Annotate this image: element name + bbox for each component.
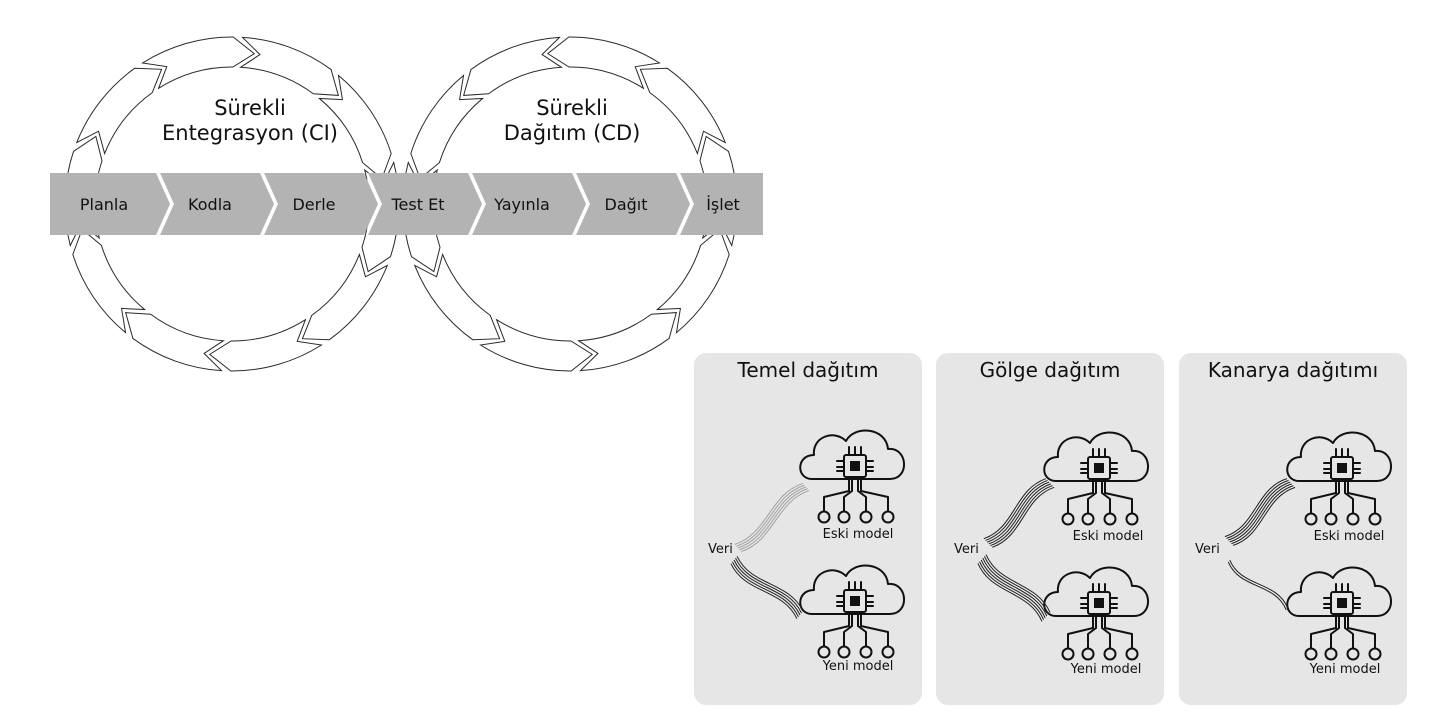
stage-label-planla: Planla (79, 195, 129, 214)
cd-loop-arrow (546, 36, 661, 90)
panel-canary-deployment: Kanarya dağıtımı Veri Eski model Yeni mo… (1179, 353, 1407, 705)
new-model-label: Yeni model (1070, 662, 1142, 677)
data-stream-line (737, 486, 807, 549)
data-stream-line (979, 561, 1045, 620)
cd-loop-arrow (479, 318, 594, 372)
data-stream-line (977, 563, 1043, 622)
data-flow-to-new (977, 554, 1051, 622)
data-stream-line (736, 556, 804, 612)
ci-loop-arrow (301, 252, 389, 341)
cloud-chip-icon (1043, 566, 1149, 661)
ci-loop-arrow (72, 228, 147, 334)
cloud-chip-icon (1286, 566, 1392, 661)
data-stream-line (992, 486, 1055, 548)
stage-chevron (368, 173, 482, 235)
ci-loop-arrow (208, 318, 323, 372)
stage-chevron (576, 173, 690, 235)
ci-loop-arrow (317, 74, 392, 180)
cloud-chip-icon (1043, 431, 1149, 526)
stage-chevron (160, 173, 274, 235)
data-stream-line (980, 559, 1046, 619)
data-stream-line (1229, 483, 1292, 543)
data-stream-line (988, 483, 1051, 545)
cloud-chip-icon (1286, 431, 1392, 526)
data-stream-line (735, 557, 802, 614)
data-flow-to-old (1224, 478, 1296, 546)
stage-label-test-et: Test Et (391, 195, 445, 214)
data-stream-line (990, 485, 1053, 547)
cd-loop-arrow (462, 36, 563, 96)
data-stream-line (1227, 561, 1287, 611)
data-stream-line (1229, 559, 1289, 609)
old-model-label: Eski model (1072, 529, 1144, 544)
data-stream-line (1224, 478, 1288, 538)
ci-loop-arrow (239, 36, 340, 96)
data-stream-line (733, 559, 801, 616)
old-model-label: Eski model (1313, 529, 1385, 544)
data-stream-line (985, 479, 1048, 541)
data-stream-line (987, 481, 1050, 543)
stage-label-yayinla: Yayınla (494, 195, 550, 214)
stage-chevron (472, 173, 586, 235)
cd-loop-arrow (413, 252, 501, 341)
data-flow-to-new-thin (1227, 559, 1289, 611)
stage-band (50, 173, 763, 235)
ci-loop-arrow (75, 67, 163, 156)
ci-loop-arrow (124, 312, 225, 372)
data-stream-line (730, 563, 798, 619)
data-stream-line (983, 556, 1049, 615)
data-stream-line (985, 554, 1051, 613)
stage-label-derle: Derle (292, 195, 336, 214)
cloud-chip-icon (799, 429, 905, 524)
stage-label-dagit: Dağıt (604, 195, 648, 214)
data-stream-line (1228, 481, 1291, 541)
cd-title-line2: Dağıtım (CD) (503, 121, 641, 145)
data-stream-line (983, 478, 1046, 540)
cd-title-line1: Sürekli (536, 96, 608, 120)
data-stream-line (732, 561, 799, 618)
ci-loop-arrow (141, 36, 256, 90)
old-model-label: Eski model (822, 527, 894, 542)
panel-basic-deployment: Temel dağıtım Veri Eski model Yeni model (694, 353, 922, 705)
panel-title: Kanarya dağıtımı (1207, 358, 1379, 382)
ci-title-line2: Entegrasyon (CI) (161, 121, 338, 145)
data-stream-line (982, 557, 1048, 617)
data-label: Veri (954, 542, 979, 557)
stage-chevron (264, 173, 378, 235)
data-flow-to-old-faded (734, 482, 810, 553)
panel-title: Gölge dağıtım (979, 358, 1121, 382)
data-stream-line (734, 482, 803, 545)
cd-loop-arrow (577, 312, 678, 372)
data-label: Veri (1195, 542, 1220, 557)
data-stream-line (1231, 485, 1294, 545)
cd-title: Sürekli Dağıtım (CD) (422, 96, 722, 146)
panel-graphic (730, 429, 905, 659)
data-flow-to-new (730, 556, 804, 619)
stage-label-kodla: Kodla (188, 195, 232, 214)
stage-chevron (680, 173, 763, 235)
ci-title: Sürekli Entegrasyon (CI) (100, 96, 400, 146)
cd-loop-arrow (655, 228, 730, 334)
data-label: Veri (708, 542, 733, 557)
panel-title: Temel dağıtım (737, 358, 879, 382)
data-stream-line (736, 484, 805, 547)
new-model-label: Yeni model (1309, 662, 1381, 677)
panel-graphic (977, 431, 1149, 661)
data-flow-to-old (983, 478, 1055, 548)
cd-loop-arrow (410, 74, 485, 180)
data-stream-line (1226, 479, 1289, 539)
data-stream-line (741, 490, 810, 553)
stage-chevron (50, 173, 170, 235)
cd-loop-arrow (639, 67, 727, 156)
cloud-chip-icon (799, 564, 905, 659)
ci-title-line1: Sürekli (214, 96, 286, 120)
panel-graphic (1224, 431, 1392, 661)
stage-label-islet: İşlet (706, 195, 740, 214)
new-model-label: Yeni model (822, 659, 894, 674)
data-stream-line (1232, 486, 1296, 546)
data-stream-line (739, 488, 808, 551)
panel-shadow-deployment: Gölge dağıtım Veri Eski model Yeni model (936, 353, 1164, 705)
